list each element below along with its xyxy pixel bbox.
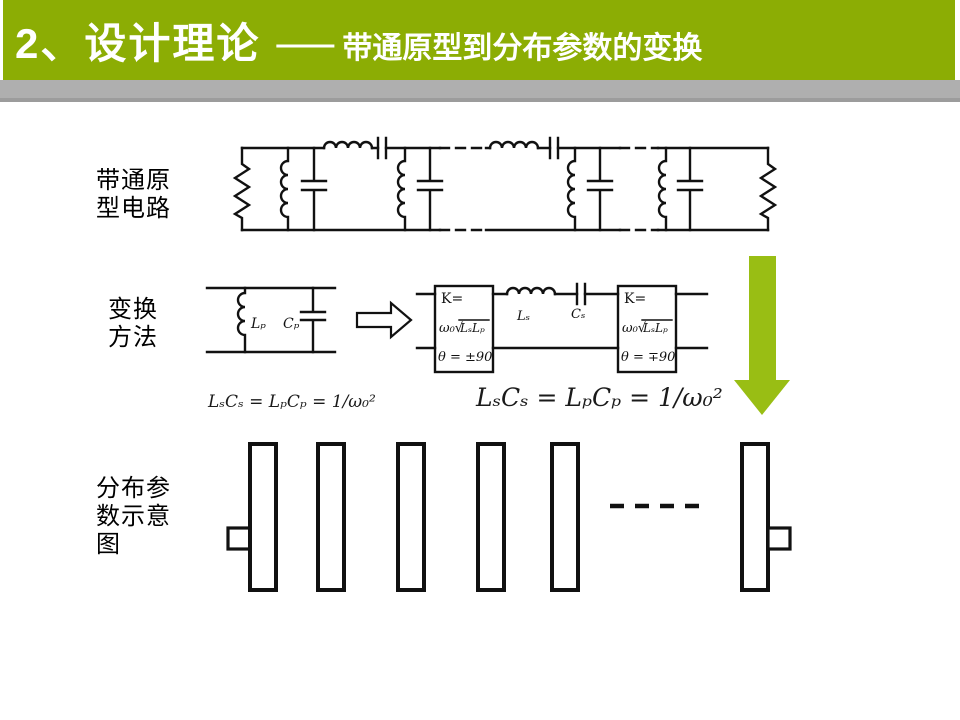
- k-omega: ω₀√: [622, 321, 647, 336]
- lead-wires: [415, 292, 437, 350]
- series-capacitor: [575, 282, 587, 306]
- resonator-bar: [248, 442, 278, 592]
- shunt-capacitor: [299, 286, 327, 354]
- divider-band: [0, 80, 960, 102]
- page-title: 2、设计理论: [15, 19, 261, 67]
- shunt-inductor: [657, 146, 668, 232]
- shunt-inductor: [566, 146, 577, 232]
- label-line: 数示意: [96, 502, 171, 530]
- series-inductor: [505, 286, 557, 296]
- k-inverter-left-box: K= ω₀√ LₛLₚ θ = ±90: [415, 284, 495, 374]
- label-bandpass-prototype: 带通原 型电路: [96, 166, 171, 222]
- transform-method-diagram: Lₚ Cₚ K= ω₀√ LₛLₚ θ = ±90 Lₛ Cₛ K= ω₀√ L…: [205, 282, 709, 374]
- input-port-tab: [226, 526, 252, 551]
- series-inductor: [322, 140, 374, 150]
- resonator-bar: [550, 442, 580, 592]
- output-port-tab: [766, 526, 792, 551]
- resonator-bar: [476, 442, 506, 592]
- shunt-inductor: [396, 146, 407, 232]
- theta-label: θ = ±90: [438, 350, 492, 365]
- series-wire: [491, 292, 620, 350]
- page-subtitle: 带通原型到分布参数的变换: [342, 32, 703, 65]
- load-resistor: [758, 146, 778, 232]
- label-line: 方法: [108, 323, 158, 351]
- inductor-label: Lₛ: [516, 309, 530, 324]
- right-block-arrow-icon: [355, 300, 413, 340]
- k-inverter-right-box: K= ω₀√ LₛLₚ θ = ∓90: [616, 284, 709, 374]
- series-inductor: [488, 140, 540, 150]
- arrow-shaft: [749, 256, 776, 382]
- shunt-capacitor: [676, 146, 704, 232]
- series-capacitor: [548, 136, 560, 160]
- k-label: K=: [624, 291, 646, 307]
- distributed-parameter-diagram: [226, 442, 792, 592]
- label-line: 变换: [108, 295, 158, 323]
- header-bar: 2、设计理论 —— 带通原型到分布参数的变换: [3, 0, 955, 80]
- capacitor-label: Cₛ: [571, 307, 585, 322]
- shunt-inductor: [236, 286, 247, 354]
- rail-break-dashes: [438, 146, 660, 232]
- k-label: K=: [441, 291, 463, 307]
- label-line: 带通原: [96, 166, 171, 194]
- down-arrow-icon: [734, 256, 790, 415]
- resonator-bar: [740, 442, 770, 592]
- inductor-label: Lₚ: [250, 316, 266, 332]
- bandpass-prototype-circuit-diagram: [232, 136, 778, 232]
- lead-wires: [674, 292, 709, 350]
- shunt-capacitor: [300, 146, 328, 232]
- circuit-rails: [240, 146, 770, 232]
- shunt-capacitor: [416, 146, 444, 232]
- series-capacitor: [376, 136, 388, 160]
- k-radicand: LₛLₚ: [459, 321, 485, 335]
- theta-label: θ = ∓90: [621, 350, 675, 365]
- inverter-box: [616, 284, 678, 374]
- label-line: 分布参: [96, 474, 171, 502]
- label-line: 型电路: [96, 194, 171, 222]
- shunt-capacitor: [586, 146, 614, 232]
- label-distributed-params: 分布参 数示意 图: [96, 474, 171, 558]
- label-line: 图: [96, 530, 121, 558]
- arrow-head: [734, 380, 790, 415]
- source-resistor: [232, 146, 252, 232]
- k-radicand: LₛLₚ: [642, 321, 668, 335]
- inverter-box: [433, 284, 495, 374]
- resonance-formula-small: LₛCₛ = LₚCₚ = 1/ω₀²: [208, 392, 376, 412]
- label-transform-method: 变换 方法: [108, 295, 158, 351]
- k-omega: ω₀√: [439, 321, 464, 336]
- resonance-formula-large: LₛCₛ = LₚCₚ = 1/ω₀²: [476, 383, 723, 412]
- resonator-bar: [396, 442, 426, 592]
- shunt-inductor: [279, 146, 290, 232]
- title-dash: ——: [276, 28, 334, 61]
- resonator-bar: [316, 442, 346, 592]
- capacitor-label: Cₚ: [283, 316, 300, 332]
